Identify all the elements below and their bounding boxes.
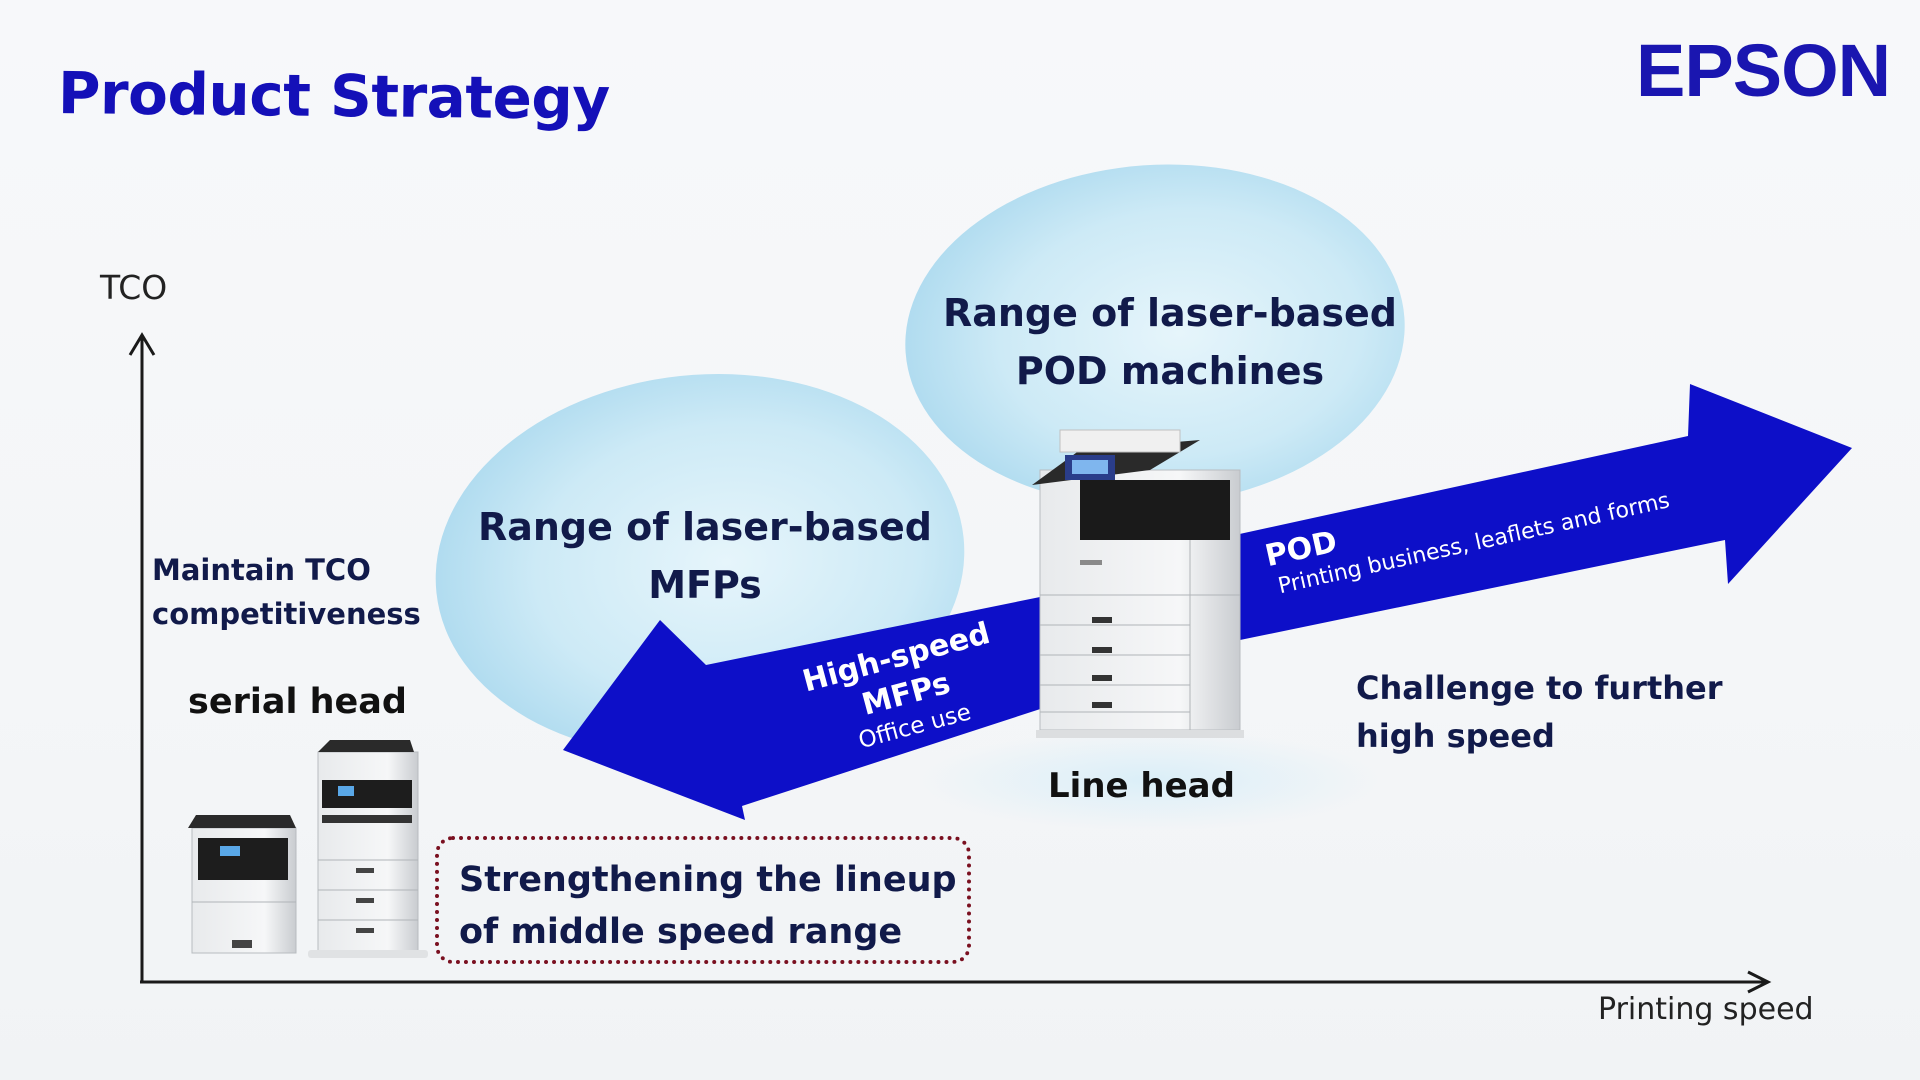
serial-head-printers [188, 740, 428, 958]
mfp-range-label: Range of laser-based MFPs [470, 498, 940, 614]
challenge-label: Challenge to further high speed [1356, 664, 1723, 760]
middle-speed-callout: Strengthening the lineup of middle speed… [435, 836, 971, 964]
mfp-range-line2: MFPs [648, 563, 762, 607]
y-axis-arrowhead [128, 332, 156, 356]
x-axis-label: Printing speed [1598, 992, 1814, 1027]
maintain-tco-label: Maintain TCO competitiveness [152, 548, 421, 636]
line-head-glow [920, 730, 1380, 830]
epson-logo: EPSON [1636, 29, 1891, 112]
pod-range-bubble [905, 164, 1405, 506]
maintain-tco-line1: Maintain TCO [152, 553, 371, 587]
pod-arrow [1235, 384, 1852, 640]
callout-line2: of middle speed range [459, 912, 903, 952]
pod-range-label: Range of laser-based POD machines [935, 284, 1405, 400]
x-axis-arrowhead [1747, 970, 1772, 994]
line-head-label: Line head [1048, 766, 1235, 806]
challenge-line1: Challenge to further [1356, 669, 1723, 707]
high-speed-mfp-arrow [563, 596, 1068, 820]
maintain-tco-line2: competitiveness [152, 597, 421, 631]
pod-range-line1: Range of laser-based [942, 291, 1398, 335]
y-axis-label: TCO [100, 268, 168, 307]
slide-title: Product Strategy [57, 59, 611, 133]
line-head-printer [1032, 429, 1244, 738]
challenge-line2: high speed [1356, 717, 1555, 755]
pod-range-line2: POD machines [1015, 349, 1325, 393]
callout-line1: Strengthening the lineup [459, 860, 957, 900]
serial-head-label: serial head [188, 682, 407, 722]
mfp-range-line1: Range of laser-based [477, 505, 933, 549]
